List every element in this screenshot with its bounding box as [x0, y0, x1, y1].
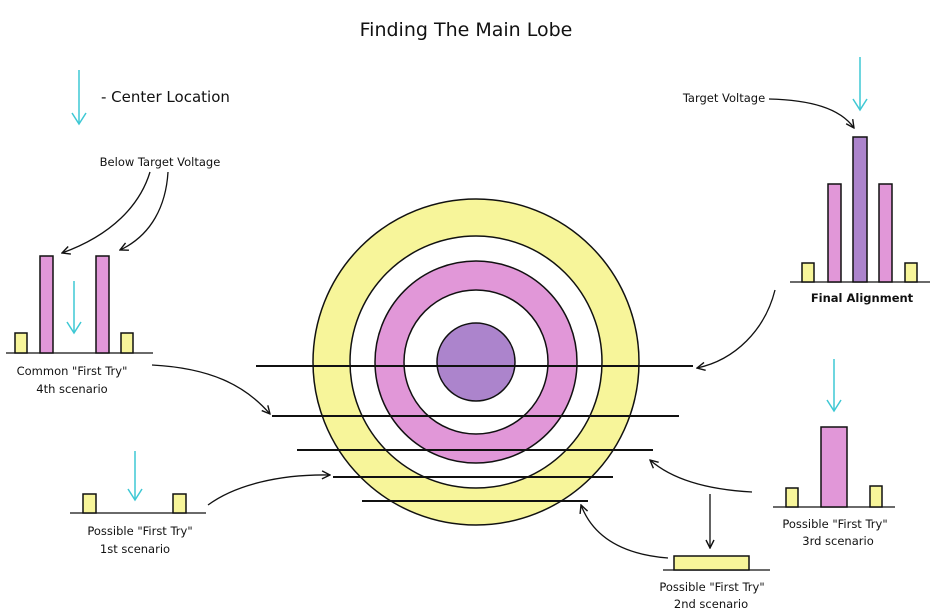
scenario-3-label-line1: Possible "First Try": [782, 517, 887, 531]
bar-peak-left: [39, 255, 54, 354]
bar-side-left: [785, 487, 799, 508]
below-target-label: Below Target Voltage: [100, 155, 221, 169]
final-alignment-arrow: [697, 289, 776, 368]
bar-side-right: [172, 493, 187, 514]
scenario-3-arrow: [650, 460, 753, 493]
scenario-2-label-line1: Possible "First Try": [659, 580, 764, 594]
bar-side-right: [869, 485, 883, 508]
bar-flat: [673, 555, 750, 571]
scenario-3-label-line2: 3rd scenario: [802, 534, 873, 548]
bar-main: [820, 426, 848, 508]
scenario-1-label-line2: 1st scenario: [100, 542, 170, 556]
center-arrow-icon: [127, 451, 143, 502]
bar-side-left: [801, 262, 815, 283]
center-arrow-icon: [826, 359, 842, 413]
scenario-2-arrow: [581, 505, 669, 559]
target-voltage-arrow: [768, 98, 854, 128]
bar-side-right: [904, 262, 918, 283]
center-arrow-icon: [66, 281, 82, 335]
bar-main-lobe: [852, 136, 868, 283]
bar-side-left: [14, 332, 28, 354]
diagram-title: Finding The Main Lobe: [360, 19, 573, 41]
scenario-2-label-line2: 2nd scenario: [674, 597, 748, 611]
sweep-lines: [256, 365, 693, 502]
final-alignment-label: Final Alignment: [811, 291, 914, 305]
bar-side-left: [82, 493, 97, 514]
scenario-4-arrow: [151, 364, 270, 414]
bar-side-right: [120, 332, 134, 354]
bar-lobe-right: [878, 183, 893, 283]
scenario-1-profile: Possible "First Try" 1st scenario: [70, 451, 206, 556]
scenario-4-label-line2: 4th scenario: [36, 382, 107, 396]
below-target-arrow-left: [62, 171, 151, 253]
legend: - Center Location: [71, 70, 230, 126]
final-alignment-profile: Final Alignment: [790, 57, 930, 305]
scenario-1-label-line1: Possible "First Try": [87, 524, 192, 538]
main-lobe-center: [436, 322, 516, 402]
scenario-2-profile: Possible "First Try" 2nd scenario: [659, 494, 770, 611]
center-arrow-icon: [852, 57, 868, 112]
below-target-arrow-right: [120, 171, 169, 250]
scenario-3-profile: Possible "First Try" 3rd scenario: [773, 359, 895, 548]
bar-peak-right: [95, 255, 110, 354]
legend-label: - Center Location: [101, 88, 230, 106]
scenario-4-profile: Common "First Try" 4th scenario: [6, 255, 153, 396]
bar-lobe-left: [827, 183, 842, 283]
scenario-1-arrow: [207, 475, 330, 506]
down-arrow-icon: [71, 70, 87, 126]
target-voltage-label: Target Voltage: [682, 91, 765, 105]
target-rings: [312, 198, 640, 526]
scenario-4-label-line1: Common "First Try": [17, 364, 128, 378]
